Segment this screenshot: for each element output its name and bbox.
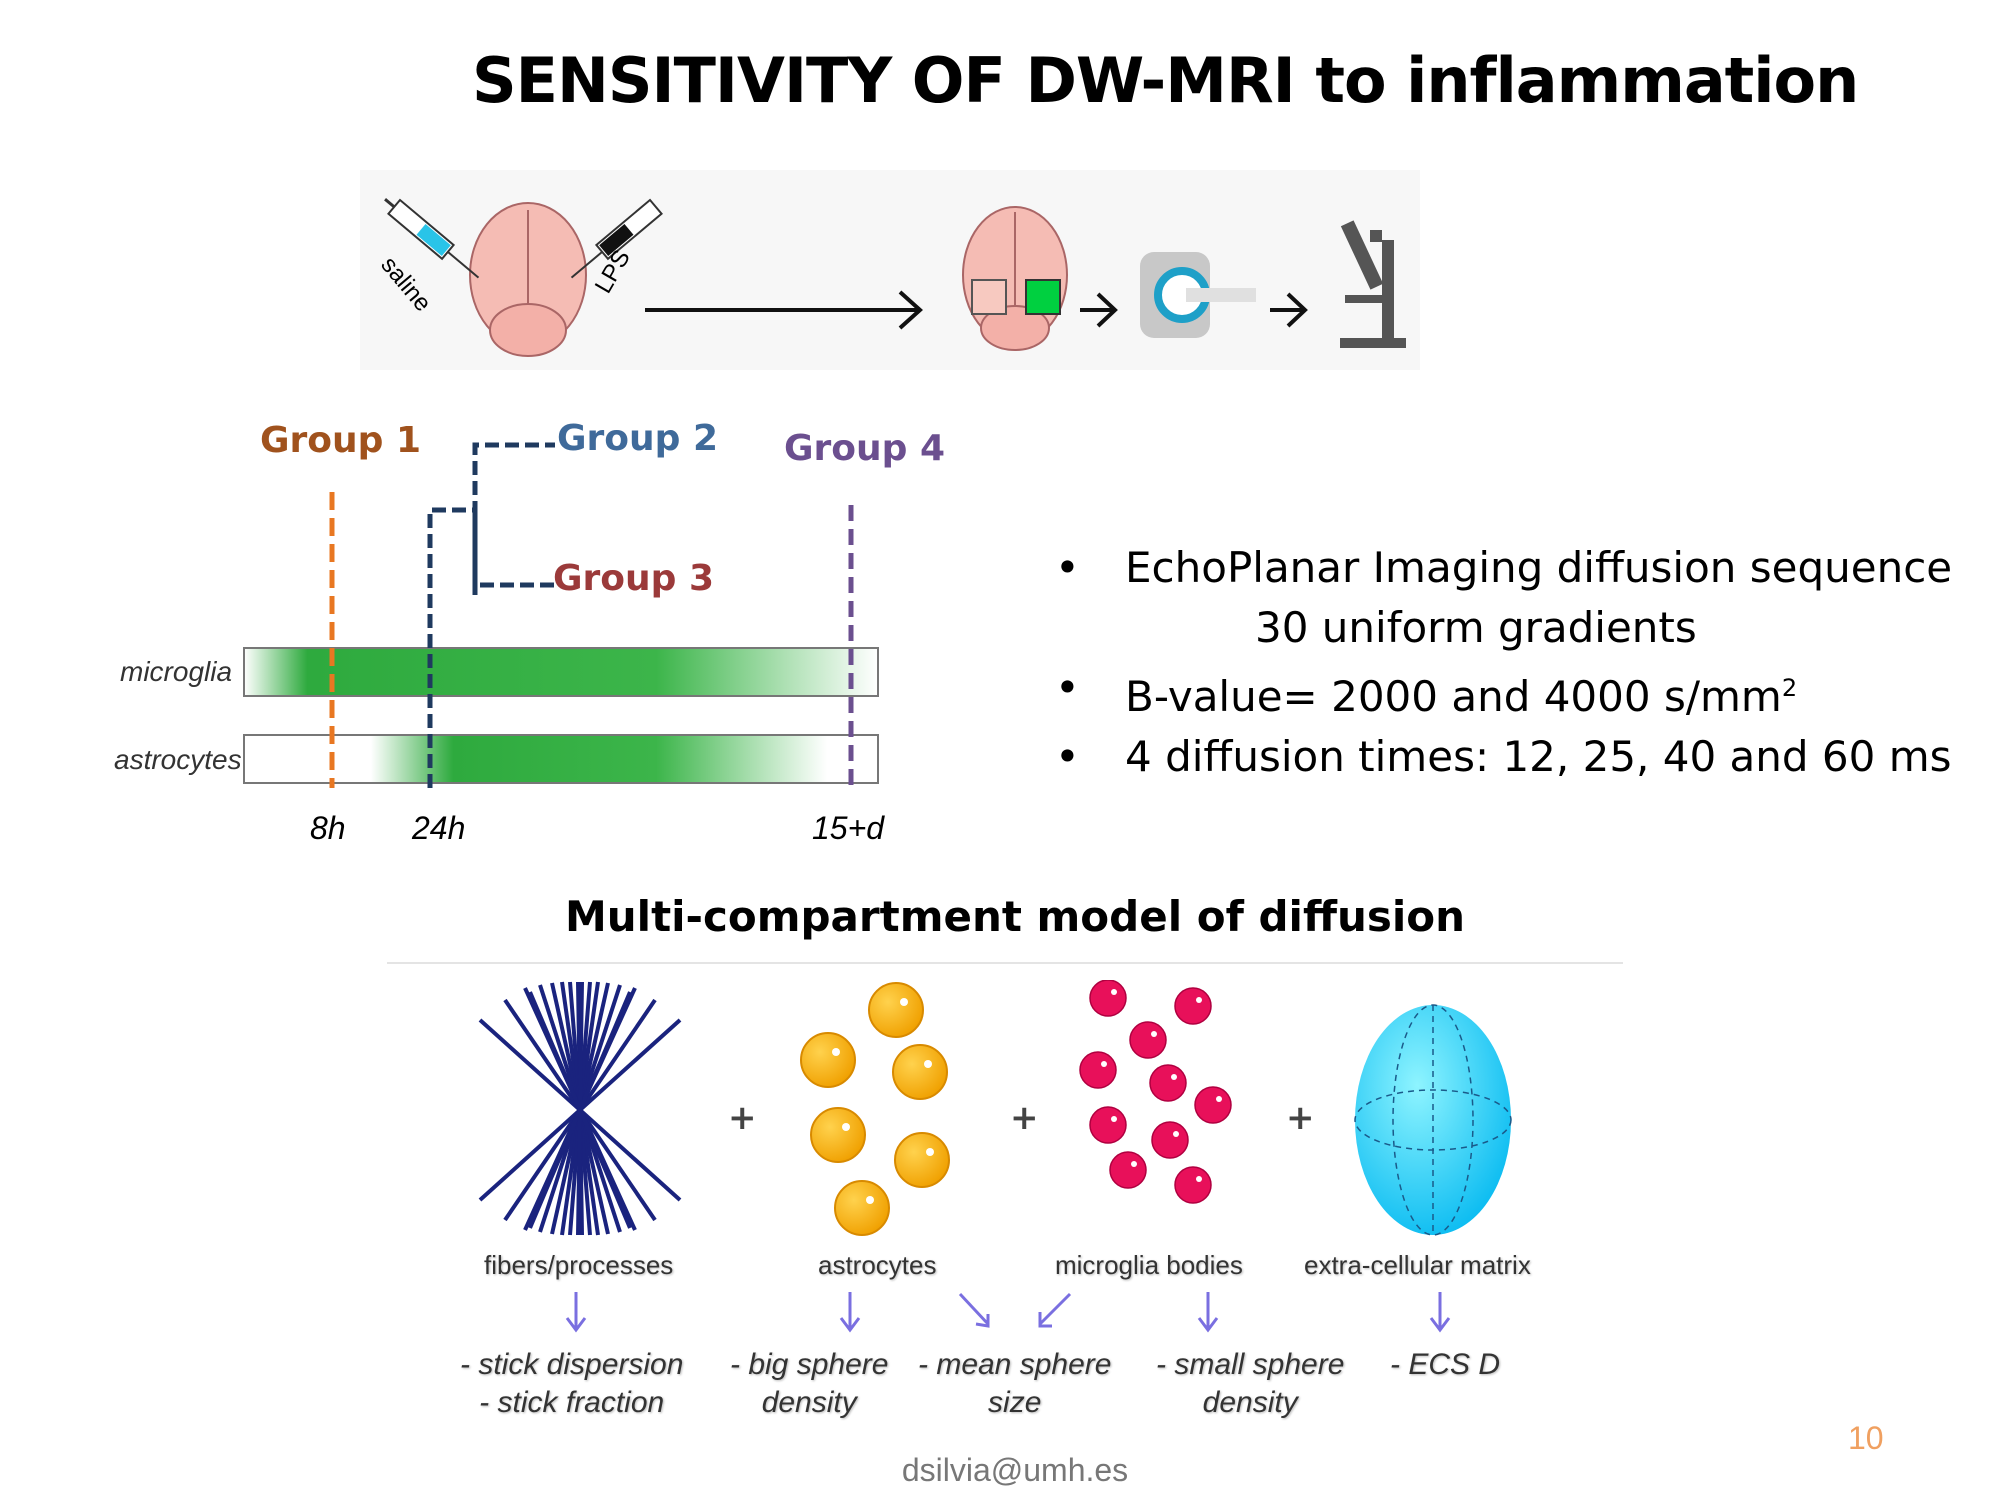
param-big-sphere-density: density xyxy=(761,1386,857,1419)
parameter-arrows xyxy=(565,1292,1451,1333)
bullet-subitem: 30 uniform gradients xyxy=(1055,598,1952,658)
param-ecm: - ECS D xyxy=(1390,1346,1500,1384)
fibers-sticks-icon xyxy=(478,981,682,1236)
component-label-astrocytes: astrocytes xyxy=(818,1250,937,1280)
acquisition-parameters-list: • EchoPlanar Imaging diffusion sequence … xyxy=(1055,538,1952,787)
plus-sign: + xyxy=(1010,1098,1039,1138)
arrow-down-icon xyxy=(1429,1292,1451,1333)
author-email: dsilvia@umh.es xyxy=(901,1452,1129,1488)
bullet-dot: • xyxy=(1055,543,1080,592)
time-point-24h: 24h xyxy=(412,810,466,846)
plus-sign: + xyxy=(728,1098,757,1138)
param-stick-dispersion: - stick dispersion xyxy=(460,1348,684,1381)
component-label-microglia: microglia bodies xyxy=(1055,1250,1243,1280)
arrow-right-icon xyxy=(1270,292,1308,328)
group-4-label: Group 4 xyxy=(784,428,946,469)
param-mean-sphere: - mean sphere xyxy=(918,1348,1112,1381)
param-mean-sphere-size: size xyxy=(988,1386,1042,1419)
component-label-fibers: fibers/processes xyxy=(484,1250,674,1280)
arrow-right-icon xyxy=(645,290,923,330)
time-point-8h: 8h xyxy=(310,810,346,846)
param-microglia: - small sphere density xyxy=(1156,1346,1344,1422)
time-point-15d: 15+d xyxy=(812,810,885,846)
mri-scanner-icon xyxy=(1140,252,1256,338)
model-title: Multi-compartment model of diffusion xyxy=(564,892,1466,941)
bullet-dot: • xyxy=(1055,663,1080,712)
arrow-down-icon xyxy=(839,1292,861,1333)
timeline-diagram xyxy=(243,442,879,788)
param-fibers: - stick dispersion - stick fraction xyxy=(460,1346,683,1422)
protocol-illustration: saline LPS xyxy=(360,170,1420,370)
astrocytes-row-label: astrocytes xyxy=(114,744,242,775)
arrow-down-icon xyxy=(1197,1292,1219,1333)
bullet-item: • B-value= 2000 and 4000 s/mm2 xyxy=(1055,658,1952,727)
param-small-sphere-density: density xyxy=(1202,1386,1298,1419)
group-3-label: Group 3 xyxy=(553,558,715,599)
component-label-ecm: extra-cellular matrix xyxy=(1304,1250,1531,1280)
param-big-sphere: - big sphere xyxy=(730,1348,889,1381)
brain-roi-icon xyxy=(962,206,1068,351)
astrocytes-spheres-icon xyxy=(800,982,950,1236)
arrow-diagonal-icon xyxy=(1038,1292,1072,1328)
group-2-label: Group 2 xyxy=(557,418,719,459)
microscope-icon xyxy=(1340,220,1406,348)
microglia-spheres-icon xyxy=(1079,980,1232,1204)
bullet-text-bvalue: B-value= 2000 and 4000 s/mm xyxy=(1125,672,1782,721)
bullet-superscript: 2 xyxy=(1781,674,1798,702)
slide-title: SENSITIVITY OF DW-MRI to inflammation xyxy=(472,44,1859,117)
page-number: 10 xyxy=(1848,1420,1884,1456)
param-ecs-d: - ECS D xyxy=(1390,1348,1501,1381)
arrow-diagonal-icon xyxy=(958,1292,990,1328)
param-stick-fraction: - stick fraction xyxy=(479,1386,665,1419)
divider xyxy=(387,962,1623,964)
bullet-text-diffusion-times: 4 diffusion times: 12, 25, 40 and 60 ms xyxy=(1125,732,1952,781)
bullet-dot: • xyxy=(1055,732,1080,781)
bullet-text-gradients: 30 uniform gradients xyxy=(1255,603,1697,652)
extracellular-ellipsoid-icon xyxy=(1354,1004,1512,1236)
saline-syringe-icon xyxy=(384,198,480,279)
astrocytes-activity-bar xyxy=(243,734,879,784)
arrow-right-icon xyxy=(1080,292,1118,328)
arrow-down-icon xyxy=(565,1292,587,1333)
group-2-3-timepoint-line xyxy=(427,442,555,788)
group-1-label: Group 1 xyxy=(260,420,422,461)
plus-sign: + xyxy=(1286,1098,1315,1138)
brain-icon xyxy=(469,202,587,357)
param-small-sphere: - small sphere xyxy=(1156,1348,1345,1381)
bullet-item: • 4 diffusion times: 12, 25, 40 and 60 m… xyxy=(1055,727,1952,787)
bullet-item: • EchoPlanar Imaging diffusion sequence xyxy=(1055,538,1952,598)
param-mean: - mean sphere size xyxy=(918,1346,1111,1422)
bullet-text-sequence: EchoPlanar Imaging diffusion sequence xyxy=(1125,543,1953,592)
microglia-activity-bar xyxy=(243,647,879,697)
param-astrocytes: - big sphere density xyxy=(730,1346,888,1422)
lps-syringe-icon xyxy=(570,198,663,279)
microglia-row-label: microglia xyxy=(120,656,233,687)
